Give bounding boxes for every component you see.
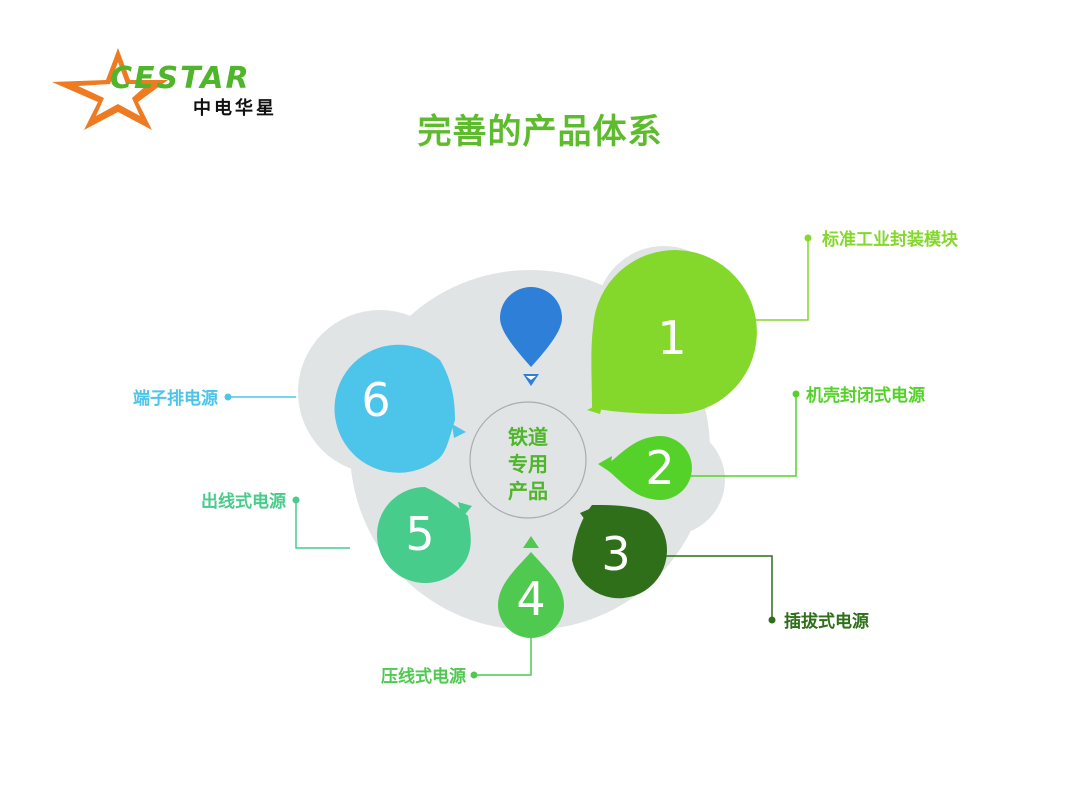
item-4-number: 4 <box>516 572 545 626</box>
item-6-label: 端子排电源 <box>133 388 218 409</box>
item-6-drop <box>334 344 455 473</box>
item-2-number: 2 <box>645 441 674 495</box>
item-5-drop <box>377 487 471 583</box>
cestar-logo: CESTAR 中电华星 <box>52 48 277 130</box>
logo-brand: CESTAR <box>110 61 251 96</box>
center-line-2: 专用 <box>508 452 548 476</box>
top-drop <box>500 287 562 367</box>
item-5-number: 5 <box>405 507 434 561</box>
connectors <box>228 238 809 676</box>
center-line-3: 产品 <box>508 479 548 503</box>
item-5-label: 出线式电源 <box>201 491 286 512</box>
item-4-drop <box>498 552 564 638</box>
item-4-label: 压线式电源 <box>381 666 466 687</box>
center-circle <box>469 401 587 519</box>
page-title: 完善的产品体系 <box>417 112 663 152</box>
item-2-drop <box>604 436 692 500</box>
item-3-number: 3 <box>601 527 630 581</box>
center-line-1: 铁道 <box>508 425 548 449</box>
logo-cn-name: 中电华星 <box>193 97 277 119</box>
arrowheads <box>452 374 612 548</box>
item-1-number: 1 <box>657 311 686 365</box>
connector-dots <box>224 234 812 679</box>
item-6-number: 6 <box>361 373 390 427</box>
item-3-label: 插拔式电源 <box>784 611 869 632</box>
item-3-drop <box>572 505 667 599</box>
item-2-label: 机壳封闭式电源 <box>806 385 925 406</box>
item-1-label: 标准工业封装模块 <box>822 229 959 250</box>
item-1-drop <box>591 250 757 415</box>
